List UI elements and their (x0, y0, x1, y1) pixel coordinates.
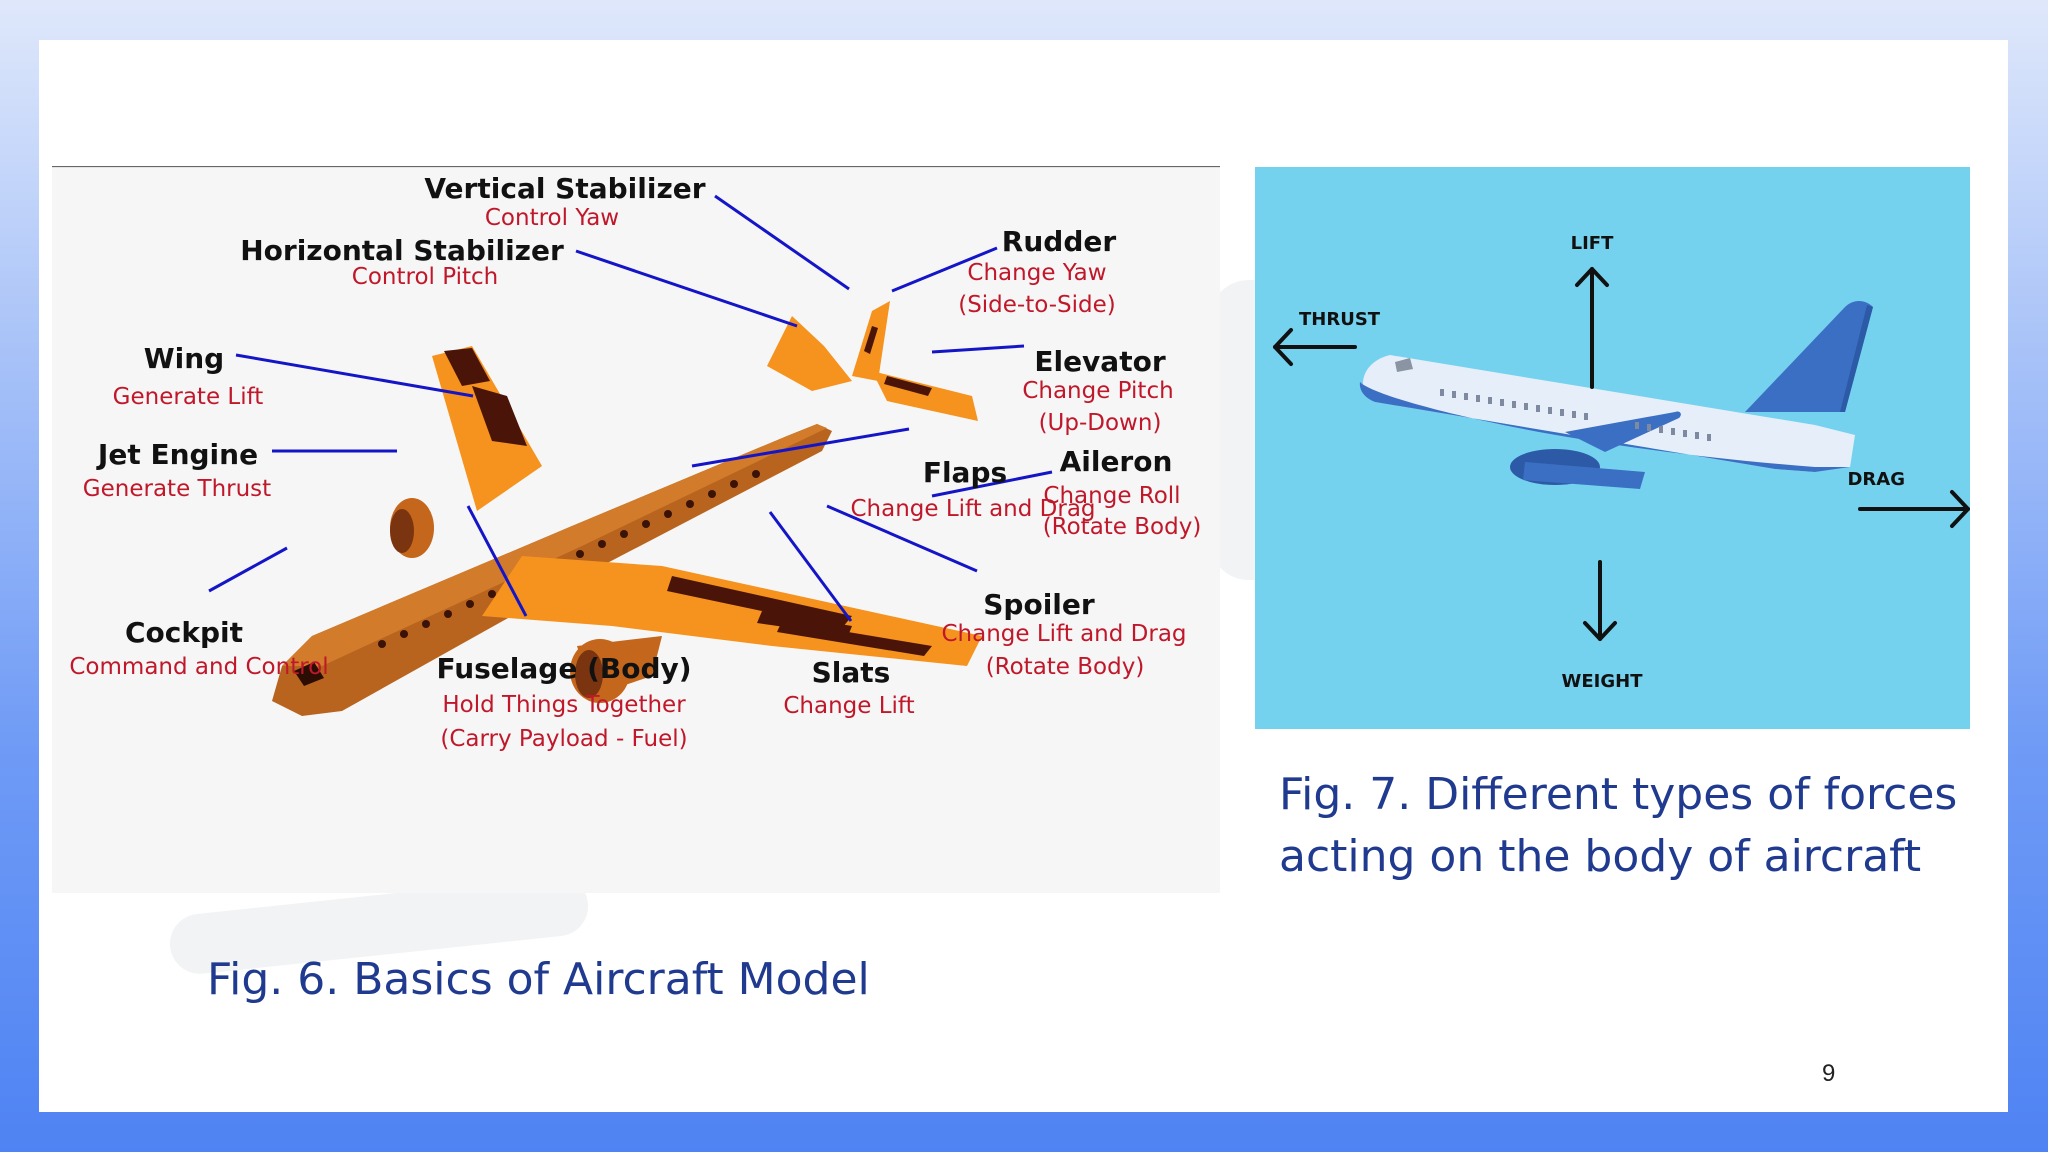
spoiler-label: Spoiler (983, 588, 1095, 621)
drag-arrow (1858, 490, 1970, 528)
rudder-label: Rudder (1002, 225, 1117, 258)
elevator-desc-line1: Change Pitch (1022, 378, 1173, 404)
thrust-arrow (1273, 328, 1357, 366)
slats-desc: Change Lift (783, 693, 914, 719)
weight-label: WEIGHT (1562, 671, 1644, 692)
fig6-caption: Fig. 6. Basics of Aircraft Model (207, 954, 870, 1005)
cockpit-desc: Command and Control (69, 654, 328, 680)
force-arrows (1273, 267, 1970, 641)
plane-illustration (1359, 301, 1873, 489)
flaps-label: Flaps (923, 456, 1007, 489)
weight-arrow (1583, 560, 1617, 641)
aileron-label: Aileron (1060, 445, 1173, 478)
wing-desc: Generate Lift (113, 384, 264, 410)
aileron-desc-line1: Change Roll (1043, 483, 1180, 509)
lift-arrow (1575, 267, 1609, 389)
horizontal-stabilizer-desc: Control Pitch (352, 264, 498, 290)
aileron-desc-line2: (Rotate Body) (1043, 514, 1202, 540)
fig7-caption: Fig. 7. Different types of forces acting… (1279, 764, 1957, 888)
vertical-stabilizer-label: Vertical Stabilizer (424, 172, 705, 205)
rudder-desc-line2: (Side-to-Side) (958, 292, 1116, 318)
slide: Vertical Stabilizer Control Yaw Horizont… (39, 40, 2008, 1112)
spoiler-desc-line2: (Rotate Body) (986, 654, 1145, 680)
flaps-desc: Change Lift and Drag (850, 496, 1095, 522)
fig7-caption-line2: acting on the body of aircraft (1279, 831, 1922, 882)
elevator-label: Elevator (1034, 345, 1165, 378)
thrust-label: THRUST (1299, 309, 1381, 330)
spoiler-desc-line1: Change Lift and Drag (941, 621, 1186, 647)
lift-label: LIFT (1571, 233, 1614, 254)
page-number: 9 (1822, 1060, 1836, 1087)
rudder-desc-line1: Change Yaw (967, 260, 1106, 286)
slats-label: Slats (812, 656, 891, 689)
cockpit-label: Cockpit (125, 616, 243, 649)
wing-label: Wing (144, 342, 224, 375)
drag-label: DRAG (1847, 469, 1905, 490)
fig7-caption-line1: Fig. 7. Different types of forces (1279, 769, 1958, 820)
horizontal-stabilizer-label: Horizontal Stabilizer (240, 234, 564, 267)
fuselage-desc-line1: Hold Things Together (442, 692, 686, 718)
forces-diagram: LIFT THRUST DRAG WEIGHT (1255, 167, 1970, 729)
parts-labels: Vertical Stabilizer Control Yaw Horizont… (69, 172, 1201, 752)
vertical-stabilizer-desc: Control Yaw (485, 205, 619, 231)
jet-engine-label: Jet Engine (96, 438, 258, 471)
leader-lines (208, 194, 1053, 622)
fuselage-label: Fuselage (Body) (436, 652, 691, 685)
airplane-illustration (272, 301, 982, 716)
elevator-desc-line2: (Up-Down) (1039, 410, 1162, 436)
jet-engine-desc: Generate Thrust (83, 476, 271, 502)
aircraft-parts-diagram: Vertical Stabilizer Control Yaw Horizont… (52, 166, 1220, 893)
fuselage-desc-line2: (Carry Payload - Fuel) (440, 726, 687, 752)
